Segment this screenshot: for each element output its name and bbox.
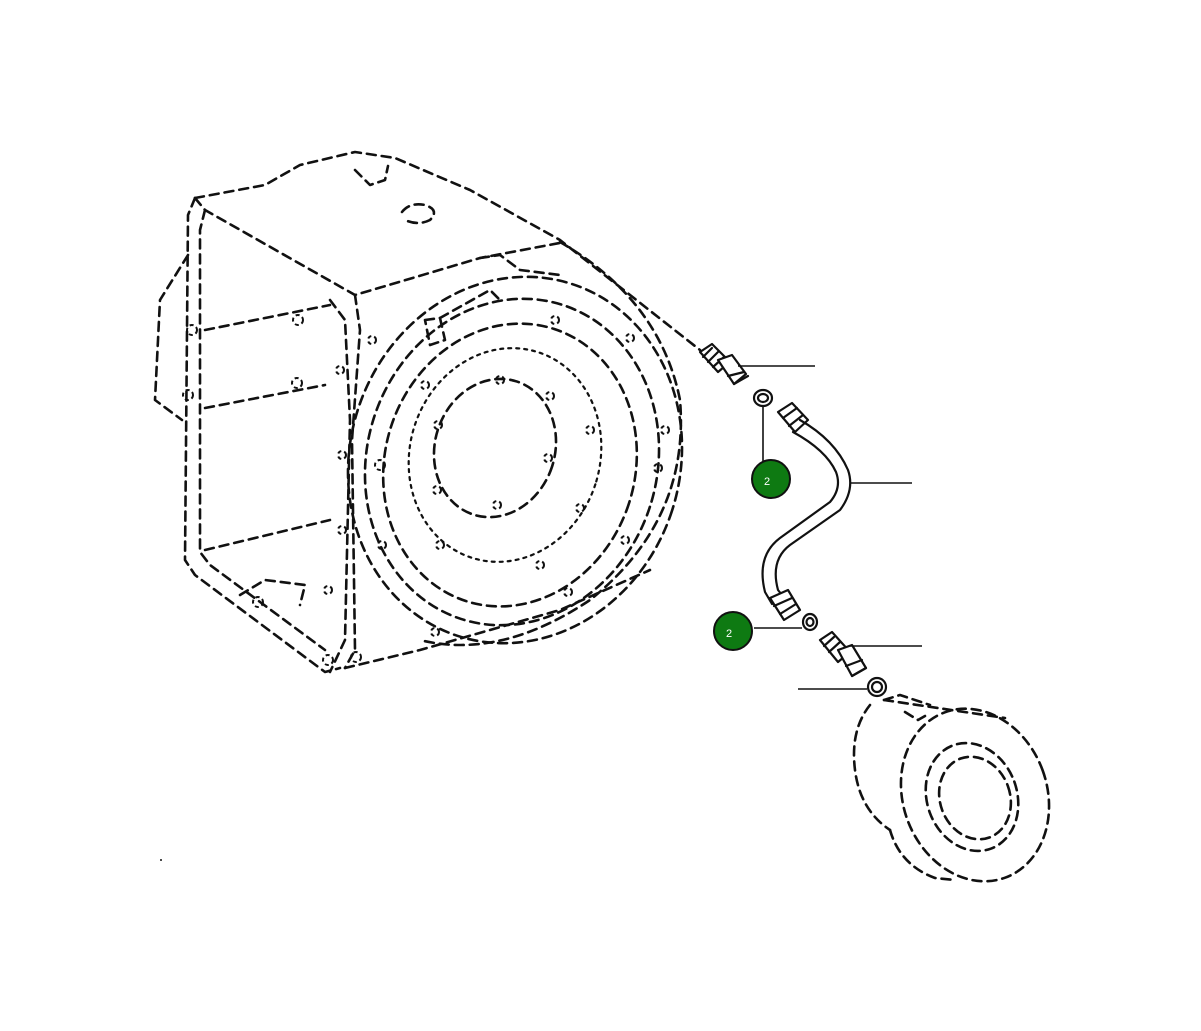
upper-adapter-fitting — [698, 342, 750, 386]
callout-lower-circle — [713, 611, 753, 651]
callout-lower: 2 — [713, 611, 753, 651]
bottom-sealing-washer — [866, 676, 888, 698]
callout-upper-label: 2 — [764, 476, 770, 488]
lower-sealing-washer — [801, 612, 819, 632]
callout-lower-label: 2 — [726, 628, 732, 640]
stray-dot — [160, 859, 162, 861]
cylinder-housing — [852, 693, 1051, 883]
lower-adapter-fitting — [818, 630, 868, 678]
upper-sealing-washer — [752, 388, 774, 408]
callout-upper: 2 — [751, 459, 791, 499]
callout-upper-circle — [751, 459, 791, 499]
transmission-housing — [153, 150, 702, 674]
pipe-assembly — [761, 401, 852, 622]
